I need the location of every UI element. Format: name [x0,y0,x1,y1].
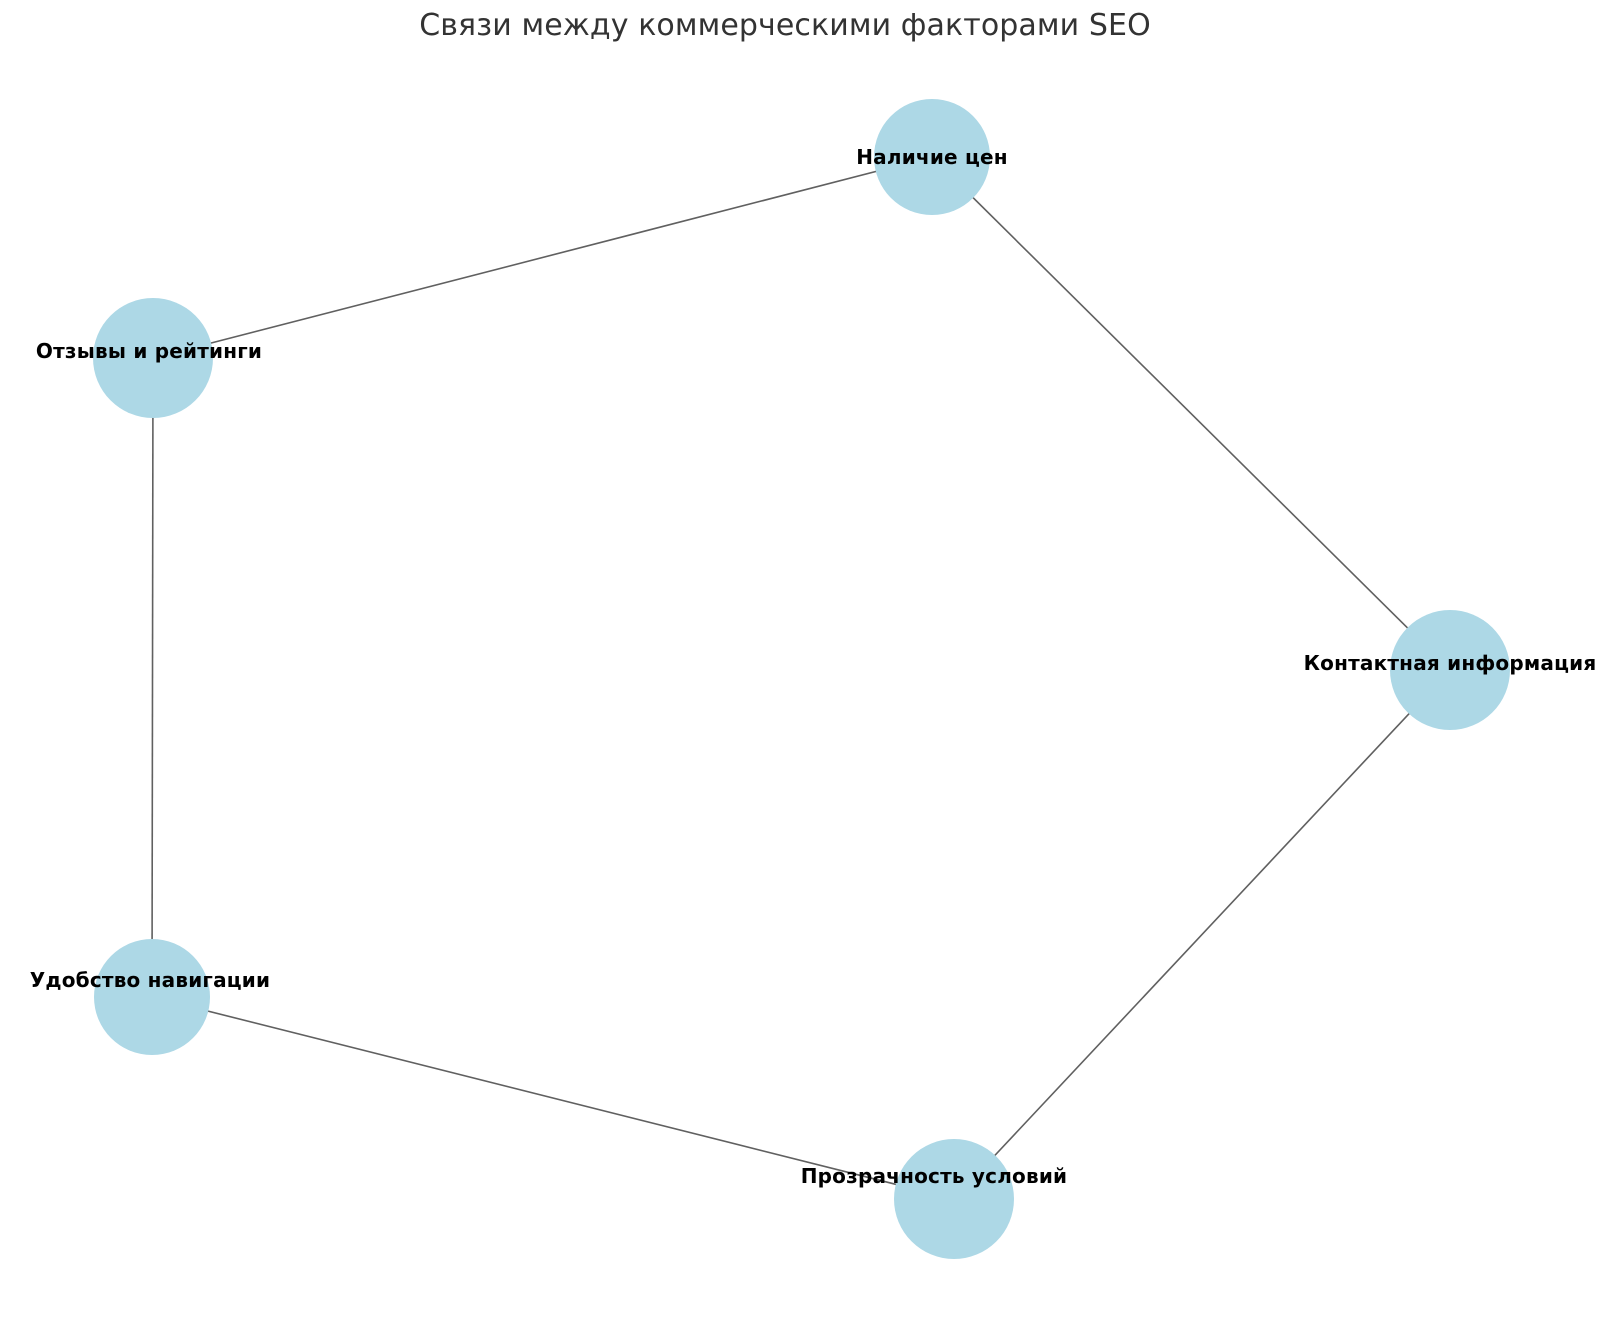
graph-edge-transparency-navigation [151,996,955,1200]
graph-edge-navigation-reviews [151,357,154,998]
graph-node-reviews[interactable] [93,298,213,418]
graph-node-navigation[interactable] [94,939,210,1055]
graph-node-contacts[interactable] [1390,610,1510,730]
graph-node-transparency[interactable] [894,1139,1014,1259]
graph-edge-price-contacts [931,156,1451,671]
page-title: Связи между коммерческими факторами SEO [419,8,1151,43]
graph-node-price[interactable] [874,99,990,215]
nodes-group [93,99,1510,1259]
edges-group [151,156,1451,1200]
graph-edge-reviews-price [152,156,933,359]
graph-edge-contacts-transparency [953,669,1451,1200]
